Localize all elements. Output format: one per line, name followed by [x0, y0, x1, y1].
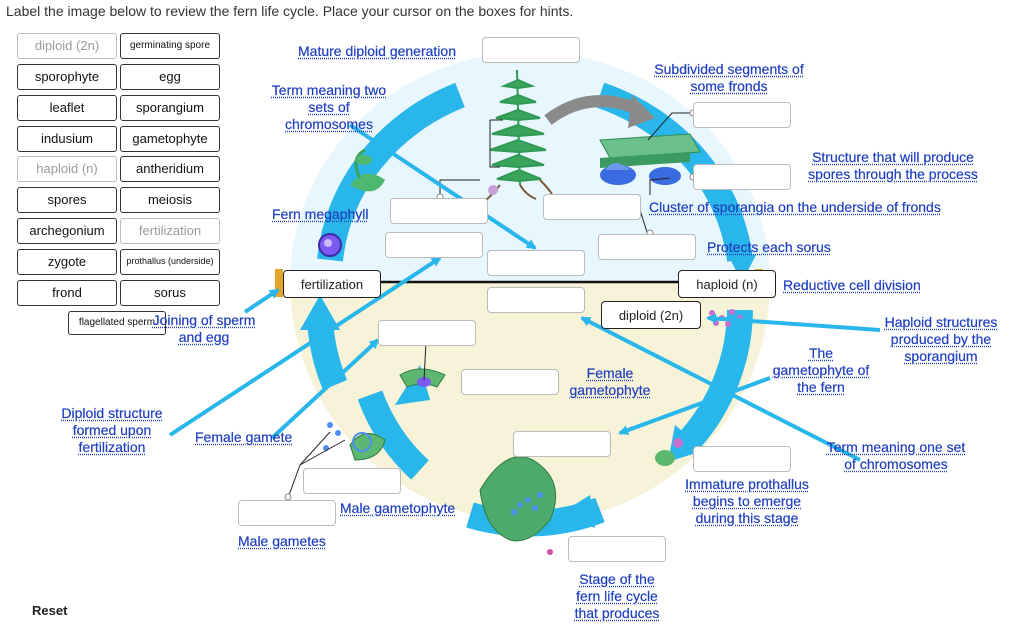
drop-zone-cluster-of-sporangia[interactable] — [543, 194, 641, 220]
hint-stage-of-cycle[interactable]: Stage of the fern life cycle that produc… — [574, 571, 660, 621]
hint-male-gametes[interactable]: Male gametes — [238, 533, 326, 549]
term-tile-spores[interactable]: spores — [17, 187, 117, 213]
drop-zone-immature-prothallus[interactable] — [693, 446, 791, 472]
drop-zone-stage[interactable] — [568, 536, 666, 562]
hint-female-gamete[interactable]: Female gamete — [195, 429, 293, 445]
term-tile-gametophyte[interactable]: gametophyte — [120, 126, 220, 152]
drop-zone-male-gametophyte[interactable] — [303, 468, 401, 494]
grey-arrow — [544, 95, 643, 125]
hint-joining[interactable]: Joining of sperm and egg — [152, 312, 256, 345]
drop-zone-prothallus[interactable] — [513, 431, 611, 457]
frond-cross-section — [599, 133, 701, 185]
term-tile-egg[interactable]: egg — [120, 64, 220, 90]
hint-cluster-of-sporangia[interactable]: Cluster of sporangia on the underside of… — [649, 199, 941, 215]
reset-button[interactable]: Reset — [32, 603, 68, 618]
antheridium — [323, 422, 386, 461]
drop-zone-two-sets[interactable] — [487, 250, 585, 276]
drop-zone-subdivided-segments[interactable] — [693, 102, 791, 128]
drop-zone-haploid-spores[interactable] — [461, 369, 559, 395]
hint-one-set[interactable]: Term meaning one set of chromosomes — [826, 439, 966, 472]
placed-label-diploid[interactable]: diploid (2n) — [601, 301, 701, 329]
hint-protects-sorus[interactable]: Protects each sorus — [707, 239, 831, 255]
hint-two-sets[interactable]: Term meaning two sets of chromosomes — [271, 82, 387, 132]
hint-female-gametophyte[interactable]: Female gametophyte — [569, 365, 651, 398]
placed-label-fertilization[interactable]: fertilization — [283, 270, 381, 298]
hint-subdivided-segments[interactable]: Subdivided segments of some fronds — [654, 61, 804, 94]
hint-immature-prothallus[interactable]: Immature prothallus begins to emerge dur… — [685, 476, 809, 526]
hint-diploid-structure[interactable]: Diploid structure formed upon fertilizat… — [61, 405, 163, 455]
term-tile-fertilization[interactable]: fertilization — [120, 218, 220, 244]
hint-pointers — [168, 123, 881, 462]
drop-zone-fern-megaphyll[interactable] — [390, 198, 488, 224]
term-tile-zygote[interactable]: zygote — [17, 249, 117, 275]
drop-zone-male-gametes[interactable] — [238, 500, 336, 526]
term-tile-haploid-n[interactable]: haploid (n) — [17, 156, 117, 182]
hint-haploid-structures[interactable]: Haploid structures produced by the spora… — [884, 314, 998, 364]
placed-label-haploid[interactable]: haploid (n) — [678, 270, 776, 298]
drop-zone-mature-diploid[interactable] — [482, 37, 580, 63]
drop-zone-female-gametophyte[interactable] — [378, 320, 476, 346]
hint-fern-megaphyll[interactable]: Fern megaphyll — [272, 206, 369, 222]
term-tile-germinating-spore[interactable]: germinating spore — [120, 33, 220, 59]
term-tile-sporophyte[interactable]: sporophyte — [17, 64, 117, 90]
young-sporophyte — [350, 148, 385, 192]
term-tile-leaflet[interactable]: leaflet — [17, 95, 117, 121]
drop-zone-sporangium[interactable] — [693, 164, 791, 190]
term-tile-flagellated-sperm[interactable]: flagellated sperm — [68, 311, 166, 335]
instructions: Label the image below to review the fern… — [6, 3, 574, 19]
drop-zone-one-set[interactable] — [487, 287, 585, 313]
archegonium — [399, 368, 446, 388]
term-tile-prothallus-underside[interactable]: prothallus (underside) — [120, 249, 220, 275]
term-tile-archegonium[interactable]: archegonium — [17, 218, 117, 244]
hint-mature-diploid[interactable]: Mature diploid generation — [298, 43, 456, 59]
hint-male-gametophyte[interactable]: Male gametophyte — [340, 500, 456, 516]
hint-gametophyte-of-fern[interactable]: The gametophyte of the fern — [772, 345, 870, 395]
germinating-spore — [655, 438, 683, 466]
term-tile-indusium[interactable]: indusium — [17, 126, 117, 152]
term-tile-diploid-2n[interactable]: diploid (2n) — [17, 33, 117, 59]
hint-structure-spores[interactable]: Structure that will produce spores throu… — [808, 149, 978, 182]
fern-sporophyte — [485, 69, 553, 201]
term-tile-frond[interactable]: frond — [17, 280, 117, 306]
drop-zone-zygote[interactable] — [385, 232, 483, 258]
term-tile-sporangium[interactable]: sporangium — [120, 95, 220, 121]
term-tile-antheridium[interactable]: antheridium — [120, 156, 220, 182]
hint-reductive-division[interactable]: Reductive cell division — [783, 277, 921, 293]
drop-zone-indusium[interactable] — [598, 234, 696, 260]
prothallus — [479, 456, 557, 555]
term-tile-meiosis[interactable]: meiosis — [120, 187, 220, 213]
term-tile-sorus[interactable]: sorus — [120, 280, 220, 306]
